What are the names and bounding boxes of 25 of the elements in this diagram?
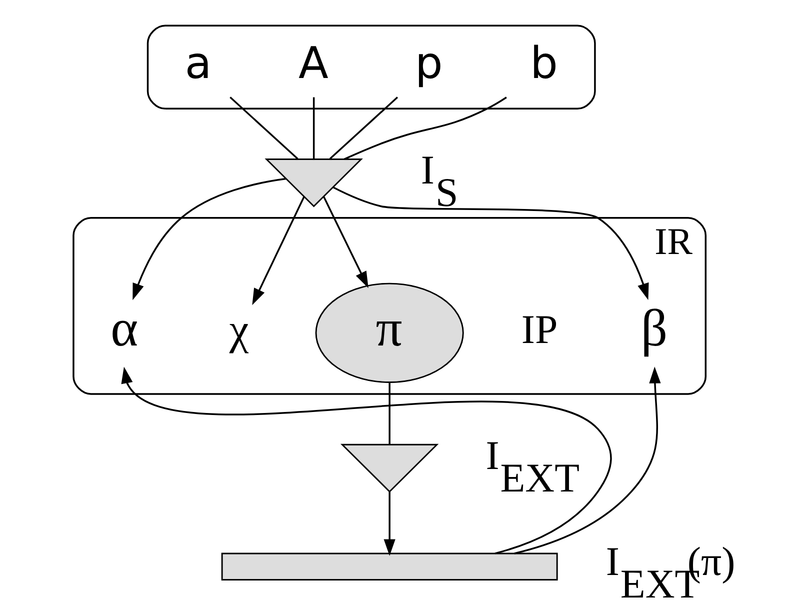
node-arrow — [340, 444, 438, 493]
node-arrow — [264, 158, 362, 208]
arrow — [383, 492, 395, 556]
cluster — [146, 24, 596, 110]
connector — [343, 96, 506, 160]
connector — [229, 96, 298, 160]
node-text: a — [184, 38, 212, 90]
node-text: p — [414, 38, 442, 90]
node-text: A — [298, 38, 328, 90]
node-text: b — [530, 38, 558, 90]
connector — [388, 382, 390, 445]
node-label: IP — [520, 306, 558, 352]
node-arrow — [220, 552, 558, 580]
arrow — [514, 366, 660, 554]
arrow — [322, 196, 368, 288]
connector — [328, 96, 398, 160]
arrow — [332, 186, 648, 300]
node-text: β — [640, 300, 668, 358]
node-text: χ — [228, 306, 248, 354]
arrow — [252, 196, 304, 306]
node-ellipse: π — [314, 282, 464, 383]
connector — [312, 97, 314, 159]
arrow — [132, 178, 286, 300]
node-text: α — [110, 300, 138, 358]
arrow — [120, 366, 612, 554]
